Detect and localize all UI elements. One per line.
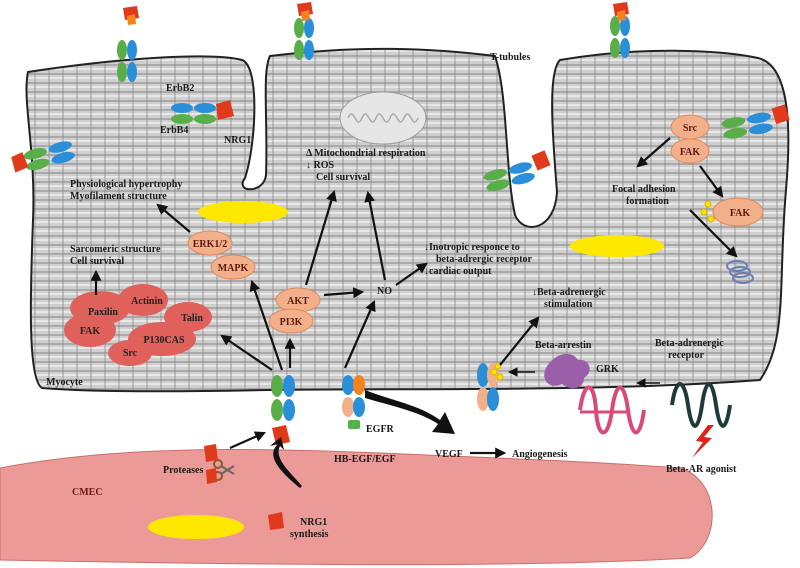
beta-receptor-coil: [670, 382, 732, 428]
label-nrg1: NRG1: [224, 135, 251, 146]
node-akt-label: AKT: [287, 296, 309, 307]
label-proteases: Proteases: [163, 465, 203, 476]
complex-fak-label: FAK: [80, 326, 101, 337]
complex-talin-label: Talin: [181, 313, 203, 324]
label-cmec: CMEC: [72, 487, 103, 498]
erbb-receptor: [171, 100, 234, 124]
arrow-akt-no: [323, 287, 365, 299]
node-fak-top-label: FAK: [680, 147, 701, 158]
complex-p130-label: P130CAS: [143, 335, 185, 346]
beta-arrestin-shape: [544, 353, 590, 389]
receptor-right: [721, 104, 790, 139]
label-beta-receptor-2: receptor: [668, 350, 704, 361]
label-angiogenesis: Angiogenesis: [512, 449, 568, 460]
lightning-icon: [692, 425, 714, 458]
arrow-focal-spiral: [689, 209, 738, 258]
receptor-top-1: [117, 6, 139, 82]
node-mapk-label: MAPK: [218, 263, 249, 274]
label-erbb2: ErbB2: [166, 83, 194, 94]
label-focal-2: formation: [626, 196, 669, 207]
label-nrg1-synth-1: NRG1: [300, 517, 327, 528]
arrow-receptor-complex: [220, 334, 273, 371]
label-erbb4: ErbB4: [160, 125, 188, 136]
label-beta-agonist: Beta-AR agonist: [666, 464, 737, 475]
label-focal-1: Focal adhesion: [612, 184, 676, 195]
arrow-fak-fak: [699, 165, 724, 198]
receptor-top-3: [610, 2, 630, 58]
label-hyper-2: Myofilament structure: [70, 191, 167, 202]
label-inotropic-2: beta-adrergic receptor: [436, 254, 533, 265]
label-mito-3: Cell survival: [316, 172, 370, 183]
complex-paxilin-label: Paxilin: [88, 307, 118, 318]
label-t-tubules: T-tubules: [490, 52, 530, 63]
label-hyper-1: Physiological hypertrophy: [70, 179, 182, 190]
label-grk: GRK: [596, 364, 619, 375]
receptor-top-2: [294, 2, 314, 60]
arrow-receptor-betastim: [499, 316, 540, 366]
node-src-top-label: Src: [683, 123, 698, 134]
focal-complex: [64, 284, 212, 366]
label-sarc-2: Cell survival: [70, 256, 124, 267]
grk-coil: [578, 385, 646, 435]
arrow-egfr-vegf: [365, 390, 455, 434]
egfr-receptor: [342, 375, 365, 429]
label-beta-arrestin: Beta-arrestin: [535, 340, 592, 351]
arrow-no-mito: [364, 190, 387, 281]
arrow-akt-mito: [304, 189, 337, 286]
node-fak-top: [670, 138, 710, 164]
focal-adhesion-spiral: [726, 260, 754, 284]
label-myocyte: Myocyte: [46, 377, 83, 388]
arrow-egfr-no: [343, 299, 376, 369]
label-mito-2: ↓ ROS: [306, 160, 335, 171]
node-mapk: [210, 254, 256, 280]
arrow-no-inotropic: [395, 262, 428, 286]
node-fak-right-label: FAK: [730, 208, 751, 219]
cmec-cell: [0, 448, 713, 566]
receptor-bottom: [271, 375, 295, 445]
label-betastim-1: ↓Beta-adrenergic: [532, 287, 606, 298]
node-fak-right: [712, 197, 764, 227]
label-inotropic-1: ↓Inotropic responce to: [424, 242, 520, 253]
cmec-nucleus: [148, 515, 244, 539]
arrow-erk-hypertrophy: [156, 203, 191, 233]
label-no: NO: [377, 286, 392, 297]
arrow-src-focal: [636, 137, 671, 168]
label-egfr: EGFR: [366, 424, 395, 435]
node-erk: [187, 230, 233, 256]
arrow-proteases-receptor: [229, 431, 267, 450]
label-nrg1-synth-2: synthesis: [290, 529, 328, 540]
label-mito-1: Δ Mitochondrial respiration: [306, 148, 426, 159]
complex-actinin-label: Actinin: [131, 296, 163, 307]
label-sarc-1: Sarcomeric structure: [70, 244, 161, 255]
beta-arrestin-receptor: [477, 362, 504, 411]
node-pi3k: [268, 308, 314, 334]
arrow-synthesis-receptor: [270, 437, 302, 488]
receptor-left: [11, 141, 75, 173]
arrow-receptor-mapk: [249, 279, 284, 371]
myocyte-nucleus-left: [198, 201, 288, 223]
label-hb-egf: HB-EGF/EGF: [334, 454, 396, 465]
label-beta-receptor-1: Beta-adrenergic: [655, 338, 724, 349]
label-inotropic-3: ↓cardiac output: [424, 266, 492, 277]
myocyte-cell: [25, 47, 790, 393]
node-erk-label: ERK1/2: [193, 239, 227, 250]
myocyte-nucleus-right: [570, 235, 664, 257]
label-betastim-2: stimulation: [544, 299, 593, 310]
receptor-mid: [483, 150, 551, 192]
label-vegf: VEGF: [435, 449, 463, 460]
node-pi3k-label: PI3K: [280, 317, 303, 328]
complex-src-label: Src: [123, 348, 138, 359]
